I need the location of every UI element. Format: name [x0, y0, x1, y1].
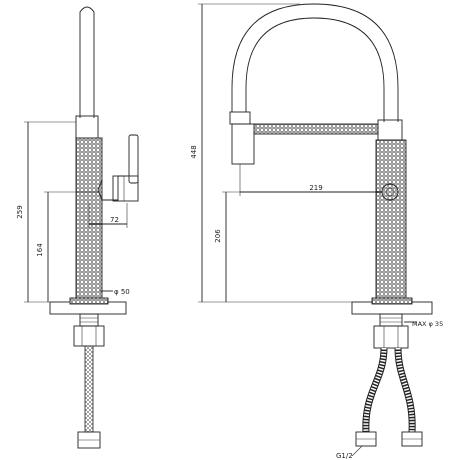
side-hose — [84, 345, 94, 433]
side-shank-thread — [79, 313, 99, 327]
front-dim-spout-reach: 219 — [309, 184, 322, 192]
front-collar — [377, 119, 403, 141]
front-shank-thread — [379, 313, 403, 327]
front-view: 448 206 219 MAX φ 35 G1/2 — [190, 3, 443, 460]
front-base-ring — [371, 297, 413, 305]
front-dim-thread: G1/2 — [336, 452, 353, 460]
front-spout-arc-inner — [245, 17, 385, 122]
front-holder-arm — [253, 123, 379, 135]
front-dim-height-total: 448 — [190, 145, 198, 158]
front-body — [375, 139, 407, 299]
side-base-ring — [69, 297, 109, 305]
side-dim-height-total: 259 — [16, 205, 24, 218]
front-spray-head-body — [231, 123, 255, 165]
front-dim-height-handle: 206 — [214, 229, 222, 243]
front-dim-hole-diameter: MAX φ 35 — [412, 320, 443, 328]
side-collar — [75, 115, 99, 139]
side-view: 259 164 72 φ 50 — [16, 6, 139, 449]
side-shank-nut — [73, 325, 105, 347]
side-spout-tube — [79, 6, 95, 118]
side-dim-spout-reach: 72 — [110, 216, 119, 224]
side-lever — [97, 134, 139, 202]
front-spray-head — [229, 111, 251, 125]
side-dim-base-diameter: φ 50 — [114, 288, 130, 296]
front-shank-nut — [373, 325, 409, 349]
front-spout-arc-outer — [231, 3, 399, 122]
side-dim-height-lever: 164 — [36, 243, 44, 257]
